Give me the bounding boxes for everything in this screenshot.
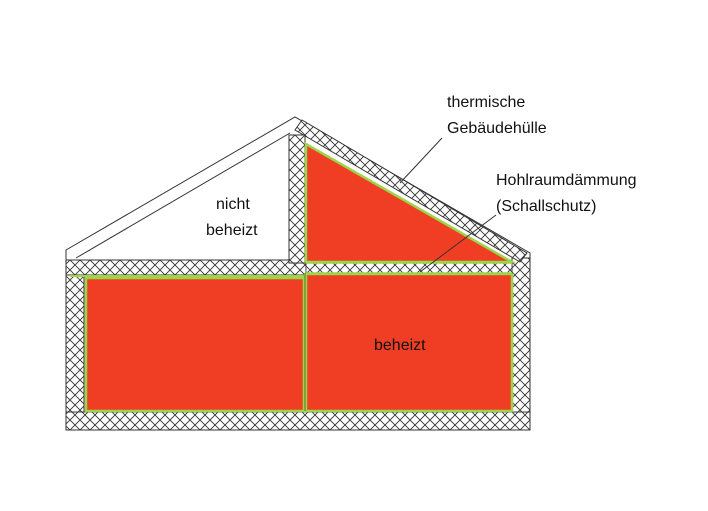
- unheated-label-line1: nicht: [216, 196, 250, 213]
- envelope-leader-line: [399, 137, 443, 184]
- heated-room-left: [84, 276, 306, 413]
- floor-insulation: [65, 411, 531, 431]
- right-wall-insulation: [511, 257, 531, 413]
- roof-insulation: [294, 119, 528, 263]
- left-wall-insulation: [65, 274, 85, 413]
- attic-knee-wall-insulation: [288, 134, 306, 264]
- heated-label: beheizt: [374, 337, 426, 354]
- attic-floor-insulation: [65, 259, 307, 276]
- envelope-label-line2: Gebäudehülle: [447, 120, 547, 137]
- unheated-label-line2: beheizt: [206, 222, 258, 239]
- heated-room-upper: [304, 141, 517, 264]
- cavity-label-line2: (Schallschutz): [496, 198, 596, 215]
- cold-roof-inner-line: [75, 132, 291, 259]
- cavity-label-line1: Hohlraumdämmung: [496, 172, 637, 189]
- envelope-label-line1: thermische: [447, 94, 525, 111]
- cavity-leader-line: [419, 214, 497, 273]
- cavity-insulation: [305, 262, 513, 274]
- heated-room-right: [304, 272, 514, 413]
